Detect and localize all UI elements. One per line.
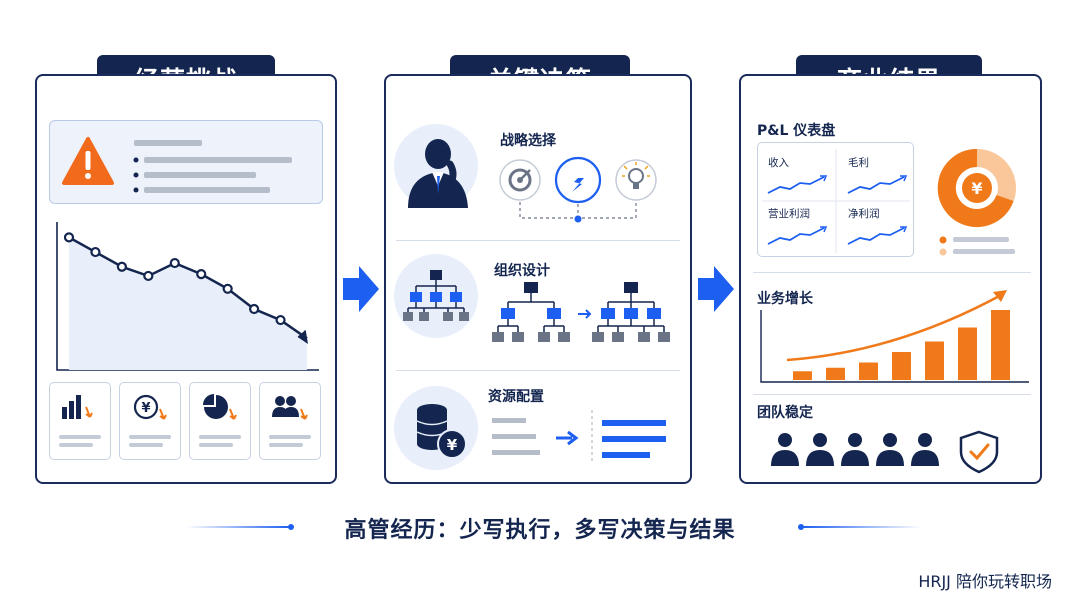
brand-signature: HRJJ 陪你玩转职场 xyxy=(918,572,1052,591)
section-divider xyxy=(753,272,1031,273)
chart-point xyxy=(63,232,75,243)
org-chart-avatar xyxy=(394,254,478,338)
pl-dashboard-title: P&L 仪表盘 xyxy=(757,123,836,139)
growth-bar xyxy=(925,341,944,380)
chart-point xyxy=(143,270,154,282)
revenue-down-card xyxy=(49,382,111,460)
chart-point xyxy=(275,314,286,326)
section-resource-label: 资源配置 xyxy=(488,389,544,405)
growth-axes xyxy=(760,310,1029,383)
metric-revenue: 收入 xyxy=(768,157,789,169)
team-down-card xyxy=(259,382,321,460)
metric-gross-profit: 毛利 xyxy=(848,157,869,169)
chart-point xyxy=(222,283,233,294)
resource-allocation-diagram xyxy=(492,410,666,464)
growth-bar xyxy=(826,367,845,380)
team-stability-graphic xyxy=(771,430,999,474)
decor-line-left xyxy=(186,524,294,530)
challenge-panel: ¥ xyxy=(35,74,337,484)
section-divider xyxy=(396,240,680,241)
executive-avatar xyxy=(394,124,478,208)
growth-bar xyxy=(991,310,1010,380)
thinking-person-icon xyxy=(408,139,468,208)
decision-panel: 战略选择 组织设计 xyxy=(384,74,692,484)
team-member-icons xyxy=(771,433,939,466)
shield-check-icon xyxy=(959,430,999,474)
alert-card xyxy=(49,120,323,204)
chart-point xyxy=(90,246,101,258)
cost-down-card: ¥ xyxy=(119,382,181,460)
metric-operating-profit: 营业利润 xyxy=(768,208,810,220)
growth-bar xyxy=(859,362,878,380)
svg-text:¥: ¥ xyxy=(447,436,458,454)
growth-title: 业务增长 xyxy=(757,291,813,307)
section-strategy-label: 战略选择 xyxy=(500,133,556,149)
arrow-right-icon xyxy=(578,309,592,319)
strategy-options xyxy=(499,156,657,223)
svg-text:¥: ¥ xyxy=(141,401,150,416)
metric-trend-lines xyxy=(762,149,910,253)
footer-headline: 高管经历：少写执行，多写决策与结果 xyxy=(344,518,736,543)
team-title: 团队稳定 xyxy=(757,405,813,421)
share-down-card xyxy=(189,382,251,460)
arrow-right-icon xyxy=(556,430,579,446)
bar-chart-down-icon xyxy=(59,395,101,447)
svg-text:¥: ¥ xyxy=(971,179,982,198)
chart-point xyxy=(249,303,260,315)
flow-arrow-right-icon xyxy=(698,266,734,312)
chart-point xyxy=(196,269,207,280)
yen-down-icon: ¥ xyxy=(129,394,171,447)
growth-bar xyxy=(892,352,911,380)
metric-net-profit: 净利润 xyxy=(848,208,880,220)
growth-bar xyxy=(958,327,977,380)
section-divider xyxy=(753,394,1031,395)
chart-point xyxy=(116,261,127,272)
chart-area-fill xyxy=(69,237,307,370)
growth-trend-line xyxy=(786,292,1004,362)
pl-dashboard: 收入 毛利 营业利润 净利润 xyxy=(757,142,914,257)
chart-arrow-head xyxy=(297,330,309,345)
org-redesign-diagram xyxy=(492,282,670,342)
resource-avatar: ¥ xyxy=(394,386,478,470)
growth-trend-arrow xyxy=(993,290,1007,302)
org-chart-icon xyxy=(403,270,469,321)
growth-bar xyxy=(793,371,812,380)
lightbulb-icon xyxy=(615,159,657,201)
decor-line-right xyxy=(798,524,922,530)
people-down-icon xyxy=(269,396,311,447)
profit-donut-chart: ¥ xyxy=(937,148,1016,256)
section-org-label: 组织设计 xyxy=(494,263,550,279)
warning-icon xyxy=(62,137,292,193)
chart-point xyxy=(169,257,180,269)
chart-series-line xyxy=(68,236,308,340)
pie-down-icon xyxy=(199,394,241,447)
section-divider xyxy=(396,370,680,371)
coins-yen-icon: ¥ xyxy=(416,404,467,459)
decline-line-chart xyxy=(56,222,319,371)
growth-bar-chart xyxy=(760,290,1029,383)
flow-arrow-right-icon xyxy=(343,266,379,312)
result-panel: P&L 仪表盘 收入 毛利 营业利润 净利润 ¥ 业务增长 团队稳定 xyxy=(739,74,1042,484)
